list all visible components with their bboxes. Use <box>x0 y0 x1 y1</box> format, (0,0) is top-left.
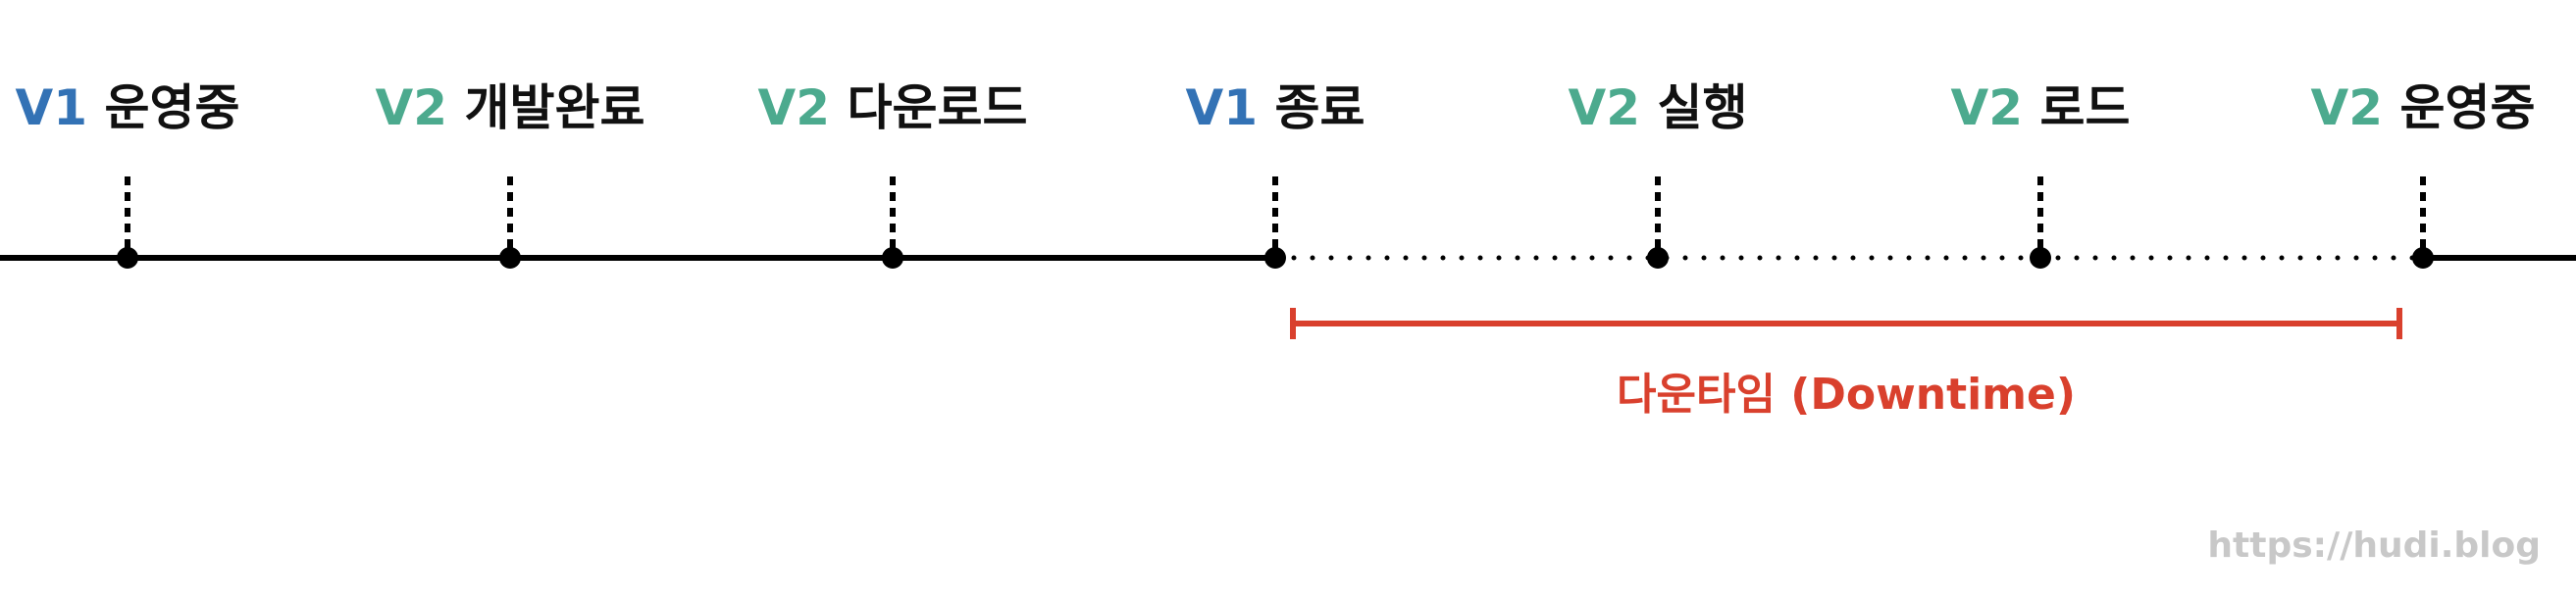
event-4: V1 종료 <box>1186 79 1365 269</box>
event-2: V2 개발완료 <box>376 79 645 269</box>
event-7: V2 운영중 <box>2311 79 2536 269</box>
event-version: V2 <box>1951 79 2024 136</box>
event-description: 개발완료 <box>447 79 644 136</box>
event-label: V1 운영중 <box>16 79 240 136</box>
event-version: V2 <box>1569 79 1641 136</box>
event-description: 운영중 <box>2383 79 2535 136</box>
event-label: V2 개발완료 <box>376 79 645 136</box>
event-version: V2 <box>376 79 448 136</box>
event-version: V2 <box>2311 79 2384 136</box>
event-dot <box>2412 247 2434 269</box>
downtime-label: 다운타임 (Downtime) <box>1617 370 2076 420</box>
event-description: 종료 <box>1258 79 1365 136</box>
event-label: V2 운영중 <box>2311 79 2536 136</box>
event-5: V2 실행 <box>1569 79 1748 269</box>
event-dot <box>882 247 903 269</box>
event-6: V2 로드 <box>1951 79 2131 269</box>
event-version: V2 <box>758 79 831 136</box>
event-description: 실행 <box>1640 79 1747 136</box>
event-label: V1 종료 <box>1186 79 1365 136</box>
event-description: 운영중 <box>87 79 239 136</box>
event-label: V2 로드 <box>1951 79 2131 136</box>
event-3: V2 다운로드 <box>758 79 1028 269</box>
event-label: V2 다운로드 <box>758 79 1028 136</box>
event-version: V1 <box>1186 79 1259 136</box>
event-dot <box>1647 247 1669 269</box>
event-description: 로드 <box>2023 79 2130 136</box>
downtime-bracket <box>1290 308 2402 339</box>
event-label: V2 실행 <box>1569 79 1748 136</box>
event-description: 다운로드 <box>830 79 1027 136</box>
event-dot <box>499 247 521 269</box>
event-version: V1 <box>16 79 88 136</box>
watermark: https://hudi.blog <box>2207 525 2541 566</box>
event-dot <box>117 247 138 269</box>
event-dot <box>2030 247 2051 269</box>
event-dot <box>1264 247 1286 269</box>
event-1: V1 운영중 <box>16 79 240 269</box>
